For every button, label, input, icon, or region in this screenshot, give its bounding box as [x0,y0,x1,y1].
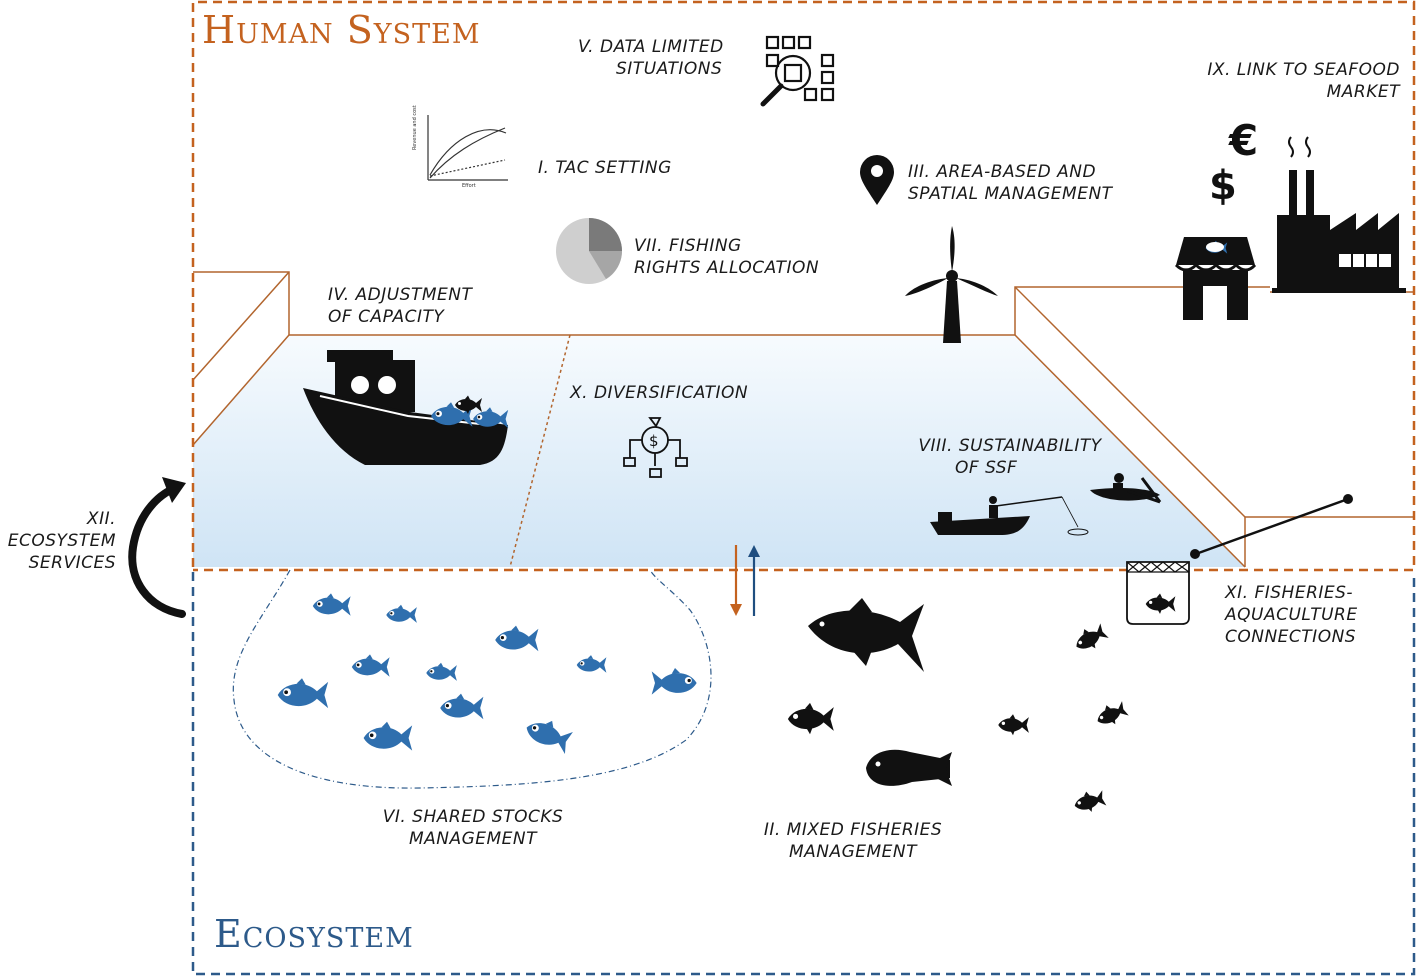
fish-icon [787,702,834,735]
mixed-fisheries-fish [787,598,1130,816]
fish-icon [386,604,417,623]
label-tac-setting: I. TAC SETTING [538,158,672,178]
exchange-arrows [730,545,760,616]
fish-icon [998,714,1029,736]
label-mixed-fisheries: II. MIXED FISHERIES MANAGEMENT [763,820,943,862]
factory-icon [1272,136,1406,293]
dollar-icon: $ [1209,163,1237,209]
fish-icon [1071,787,1107,816]
label-data-limited: V. DATA LIMITED SITUATIONS [578,37,724,79]
label-ssf: VIII. SUSTAINABILITY OF SSF [918,436,1102,478]
svg-text:$: $ [649,432,659,450]
fish-icon [312,593,351,616]
label-capacity: IV. ADJUSTMENT OF CAPACITY [328,285,473,327]
label-aquaculture: XI. FISHERIES- AQUACULTURE CONNECTIONS [1225,583,1358,647]
shared-stocks-boundary [232,569,712,789]
label-area-based: III. AREA-BASED AND SPATIAL MANAGEMENT [908,162,1113,204]
search-grid-icon [760,35,835,107]
label-ecosystem-services: XII. ECOSYSTEM SERVICES [7,509,116,573]
fish-icon [495,625,539,652]
label-shared-stocks: VI. SHARED STOCKS MANAGEMENT [382,807,564,849]
fish-icon [363,721,413,751]
fish-cage-icon [1126,494,1353,625]
pie-chart-icon [556,218,622,284]
money-bag-icon: $ [623,417,688,478]
fish-icon [522,713,575,754]
fish-icon [277,678,329,709]
shared-stocks-fish [277,593,697,754]
label-diversification: X. DIVERSIFICATION [570,383,749,403]
human-system-border [191,0,1416,572]
svg-text:Revenue and cost: Revenue and cost [412,105,418,150]
flatfish-icon [866,749,952,786]
kayak-icon [1090,473,1162,504]
ecosystem-border [191,572,1416,976]
human-system-title: Human System [202,8,481,52]
boat-icon [303,350,509,465]
location-pin-icon [860,155,894,205]
fish-icon [426,662,457,681]
chart-icon: Revenue and cost Effort [412,105,508,189]
fish-icon [1093,698,1130,731]
fish-icon [651,668,697,695]
ecosystem-title: Ecosystem [214,912,414,956]
euro-icon: € [1228,116,1258,165]
wind-turbine-icon [905,226,998,343]
water-surface [193,335,1245,567]
fish-icon [440,693,484,720]
fish-icon [1070,620,1110,657]
cycle-arrow-icon [128,477,186,618]
shop-icon [1174,237,1257,320]
small-boat-icon [930,496,1089,536]
svg-text:Effort: Effort [462,183,476,189]
label-seafood-market: IX. LINK TO SEAFOOD MARKET [1207,60,1400,102]
fish-icon [576,655,607,673]
fish-icon [351,654,390,677]
label-fishing-rights: VII. FISHING RIGHTS ALLOCATION [634,236,820,278]
tuna-icon [808,598,924,672]
